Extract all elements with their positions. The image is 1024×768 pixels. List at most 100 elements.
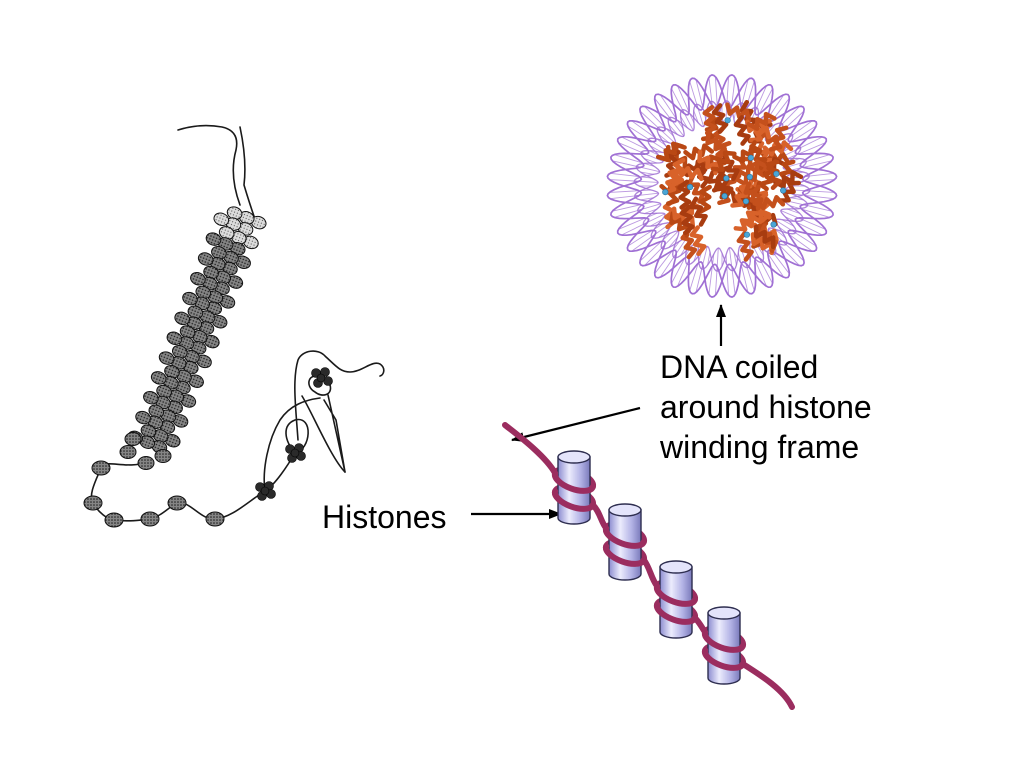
base-pair-rung <box>759 88 773 115</box>
nucleosome-bead <box>197 252 214 266</box>
nucleosome-bead <box>137 456 155 470</box>
nucleosome-bead <box>135 410 151 425</box>
dna-wrap-front <box>701 647 746 671</box>
dna-coiled-label: DNA coiled around histone winding frame <box>660 347 872 467</box>
histone-helix <box>710 150 737 172</box>
fiber-top-thread <box>239 126 257 223</box>
base-pair-rung <box>707 252 711 266</box>
base-pair-rung <box>673 237 688 258</box>
base-pair-rung <box>693 248 699 262</box>
base-pair-rung <box>737 252 742 263</box>
histone-helix <box>754 195 786 211</box>
dna-wrap-front <box>551 470 596 494</box>
base-pair-rung <box>689 113 695 124</box>
nucleosome-bead <box>190 272 206 286</box>
base-pair-rung <box>802 160 832 168</box>
histone-helix <box>768 125 789 152</box>
nucleosome-bead <box>83 495 103 511</box>
base-pair-rung <box>788 233 813 252</box>
base-pair-rung <box>613 154 643 164</box>
histone-helix <box>702 104 717 136</box>
histone-helix <box>773 170 804 189</box>
nucleosome-structure <box>606 73 838 299</box>
base-pair-rung <box>658 228 670 238</box>
bead-cluster <box>311 367 333 388</box>
ion-atom <box>743 231 751 238</box>
base-pair-rung <box>634 180 659 183</box>
base-pair-rung <box>609 172 640 178</box>
dna-wrap-front <box>653 583 698 607</box>
histone-helix <box>736 231 754 262</box>
base-pair-rung <box>650 219 663 227</box>
histone-helix <box>697 149 719 176</box>
base-pair-rung <box>636 165 660 173</box>
base-pair-rung <box>786 208 800 214</box>
base-pair-rung <box>676 85 690 112</box>
ion-atom <box>770 221 777 228</box>
histone-helix <box>662 167 681 195</box>
histone-helix <box>741 210 772 229</box>
base-pair-rung <box>725 254 728 265</box>
base-pair-rung <box>621 136 648 151</box>
dna-wrap-front <box>602 525 647 549</box>
base-pair-rung <box>644 208 658 214</box>
base-pair-rung <box>659 94 677 119</box>
nucleosome-bead <box>158 351 175 365</box>
histone-helix <box>655 141 685 162</box>
base-pair-rung <box>647 212 658 218</box>
nucleosome-bead <box>167 495 187 511</box>
histone-cylinder-top <box>707 606 741 620</box>
dna-backbone <box>606 73 838 299</box>
base-pair-rung <box>754 260 768 287</box>
histone-helix <box>733 115 751 146</box>
base-pair-rung <box>644 162 655 167</box>
histone-helix <box>689 196 708 227</box>
dna-wrap-front <box>551 488 596 512</box>
base-pair-rung <box>792 193 803 196</box>
base-pair-rung <box>634 192 659 197</box>
base-pair-rung <box>661 230 679 249</box>
base-pair-rung <box>669 117 685 137</box>
base-pair-rung <box>609 190 639 193</box>
base-pair-rung <box>731 77 736 106</box>
base-pair-rung <box>650 145 663 153</box>
base-pair-rung <box>643 213 665 225</box>
base-pair-rung <box>627 230 653 247</box>
loop-thread <box>285 418 309 454</box>
base-pair-rung <box>671 257 685 284</box>
histone-helix <box>759 159 780 186</box>
histone-helix <box>671 206 696 230</box>
ion-atom <box>773 170 780 177</box>
base-pair-rung <box>641 176 652 179</box>
ion-atom <box>721 193 728 200</box>
histone-helix <box>698 184 712 214</box>
dna-label-line: winding frame <box>660 429 860 465</box>
base-pair-rung <box>689 263 699 291</box>
base-pair-rung <box>791 125 817 142</box>
base-pair-rung <box>786 154 797 160</box>
histone-cylinder-top <box>557 450 591 464</box>
histone-helix <box>675 164 704 182</box>
base-pair-rung <box>695 79 704 108</box>
histone-helix <box>733 210 760 232</box>
histone-helix <box>737 159 768 179</box>
histone-helix <box>715 168 734 199</box>
base-pair-rung <box>701 246 708 270</box>
nucleosome-bead <box>182 291 198 306</box>
base-pair-rung <box>612 204 642 212</box>
dna-wrap-front <box>701 629 746 653</box>
nucleosome-bead <box>150 371 167 385</box>
histone-helix <box>680 228 698 260</box>
ion-atom <box>662 189 669 196</box>
histone-helix <box>677 179 692 210</box>
histone-helix <box>753 224 776 250</box>
ion-atom <box>742 198 750 205</box>
base-pair-rung <box>798 142 826 155</box>
base-pair-rung <box>644 106 666 128</box>
dna-label-line: DNA coiled <box>660 349 819 385</box>
base-pair-rung <box>658 134 670 144</box>
base-pair-rung <box>780 210 803 221</box>
base-pair-rung <box>796 221 823 236</box>
histone-helix <box>693 157 711 189</box>
base-pair-rung <box>682 109 694 131</box>
